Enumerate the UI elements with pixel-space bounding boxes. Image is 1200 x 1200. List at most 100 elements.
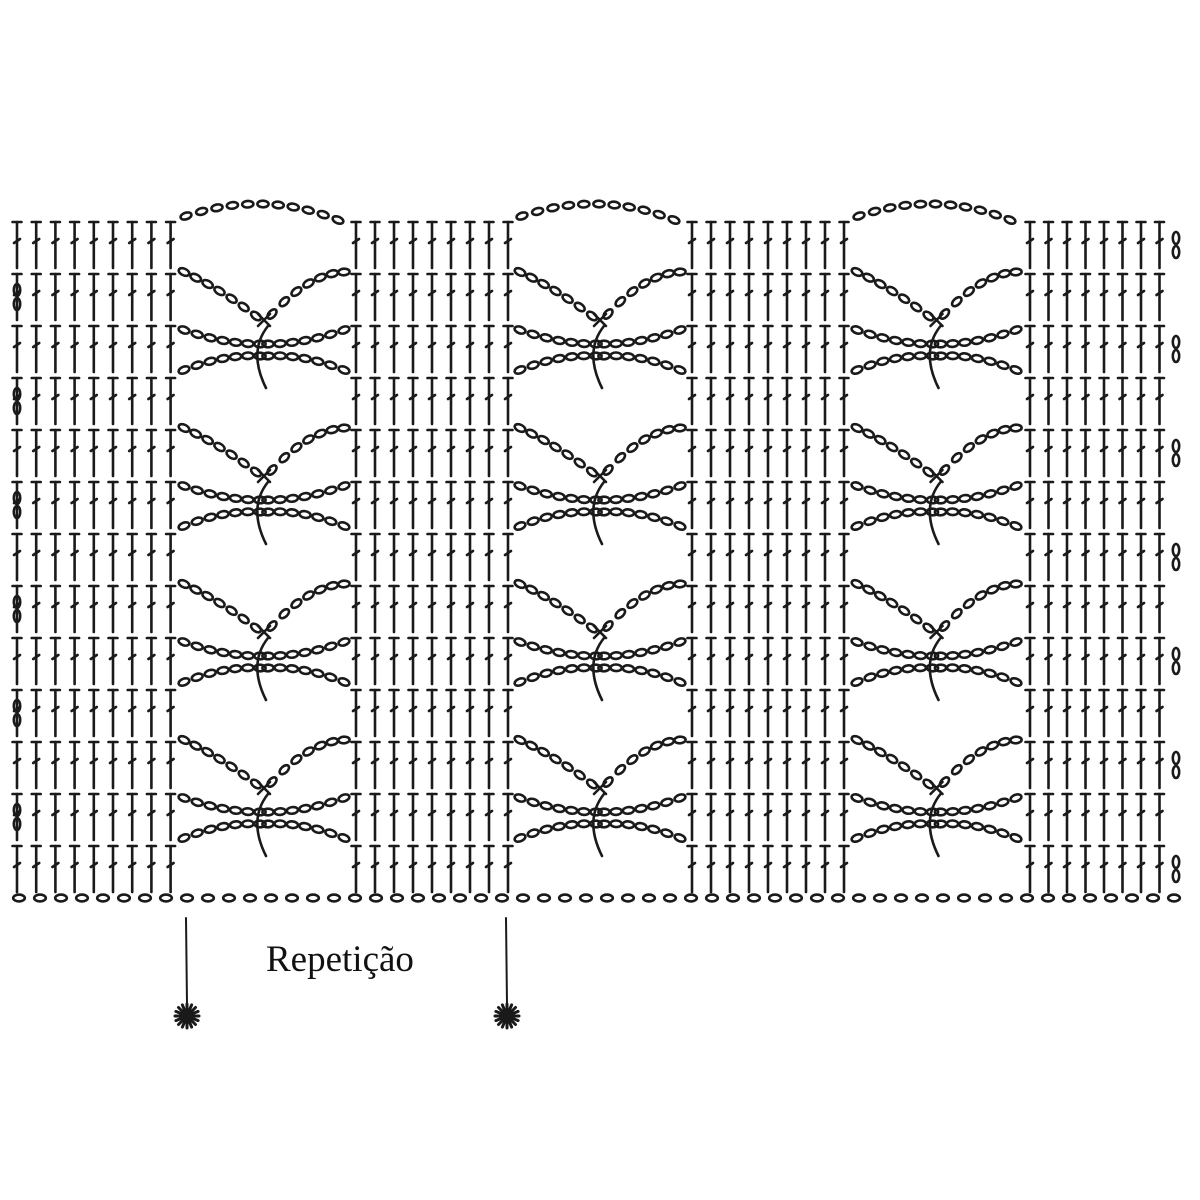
double-crochet-stitch — [350, 688, 362, 738]
double-crochet-stitch — [1098, 636, 1110, 686]
double-crochet-stitch — [1153, 376, 1166, 426]
chain-stitch — [767, 893, 783, 903]
double-crochet-stitch — [49, 688, 62, 738]
chain-stitch — [1103, 893, 1119, 903]
turning-chain — [12, 490, 22, 506]
chain-stitch — [977, 893, 993, 903]
double-crochet-stitch — [1153, 532, 1166, 582]
double-crochet-stitch — [1135, 220, 1147, 270]
double-crochet-stitch — [445, 584, 457, 634]
chain-arc — [513, 507, 603, 532]
double-crochet-stitch — [1024, 636, 1036, 686]
double-crochet-stitch — [838, 792, 850, 842]
chain-arc — [938, 267, 1023, 320]
chain-stitch — [284, 893, 300, 903]
double-crochet-stitch — [145, 428, 158, 478]
double-crochet-stitch — [145, 376, 158, 426]
double-crochet-stitch — [1024, 688, 1036, 738]
chain-stitch — [872, 893, 888, 903]
double-crochet-stitch — [1098, 584, 1110, 634]
double-crochet-stitch — [88, 220, 100, 270]
chain-arc — [850, 637, 940, 661]
chain-stitch — [452, 893, 468, 903]
double-crochet-stitch — [724, 220, 736, 270]
double-crochet-stitch — [88, 428, 100, 478]
fan-tier — [850, 578, 1023, 702]
double-crochet-stitch — [483, 688, 495, 738]
double-crochet-stitch — [1079, 584, 1092, 634]
double-crochet-stitch — [705, 324, 717, 374]
double-crochet-stitch — [502, 324, 514, 374]
double-crochet-stitch — [30, 792, 43, 842]
double-crochet-stitch — [1024, 324, 1036, 374]
double-crochet-stitch — [724, 324, 736, 374]
double-crochet-stitch — [388, 324, 400, 374]
double-crochet-stitch — [145, 844, 158, 894]
double-crochet-stitch — [445, 792, 457, 842]
double-crochet-stitch — [502, 376, 514, 426]
chain-arc — [177, 351, 267, 376]
double-crochet-stitch — [724, 480, 736, 530]
stitch-column-block — [686, 220, 850, 894]
double-crochet-stitch — [800, 740, 812, 790]
double-crochet-stitch — [369, 324, 381, 374]
double-crochet-stitch — [1098, 740, 1110, 790]
double-crochet-stitch — [145, 584, 158, 634]
chain-arc — [597, 637, 687, 661]
double-crochet-stitch — [49, 844, 62, 894]
double-crochet-stitch — [107, 428, 119, 478]
double-crochet-stitch — [464, 584, 476, 634]
double-crochet-stitch — [819, 532, 831, 582]
chain-arc — [597, 507, 687, 532]
double-crochet-stitch — [388, 272, 400, 322]
double-crochet-stitch — [705, 272, 717, 322]
double-crochet-stitch — [1042, 636, 1055, 686]
turning-chain — [12, 698, 22, 714]
double-crochet-stitch — [762, 688, 774, 738]
turning-chain — [12, 296, 22, 312]
chain-stitch — [74, 893, 90, 903]
single-crochet-x — [592, 780, 608, 796]
double-crochet-stitch — [1098, 480, 1110, 530]
double-crochet-stitch — [49, 636, 62, 686]
double-crochet-stitch — [1153, 792, 1166, 842]
turning-chain — [12, 816, 22, 832]
double-crochet-stitch — [68, 220, 81, 270]
chain-arc — [933, 637, 1023, 661]
double-crochet-stitch — [483, 636, 495, 686]
turning-chains — [12, 230, 1181, 884]
double-crochet-stitch — [145, 532, 158, 582]
double-crochet-stitch — [88, 740, 100, 790]
double-crochet-stitch — [30, 324, 43, 374]
double-crochet-stitch — [1153, 220, 1166, 270]
double-crochet-stitch — [388, 532, 400, 582]
double-crochet-stitch — [686, 740, 698, 790]
single-crochet-x — [256, 312, 272, 328]
double-crochet-stitch — [426, 532, 438, 582]
double-crochet-stitch — [164, 428, 177, 478]
double-crochet-stitch — [68, 324, 81, 374]
chain-stitch — [536, 893, 552, 903]
double-crochet-stitch — [800, 844, 812, 894]
chain-arc — [177, 325, 267, 349]
asterisk-icon — [493, 1002, 521, 1030]
double-crochet-stitch — [800, 636, 812, 686]
double-crochet-stitch — [1061, 272, 1073, 322]
double-crochet-stitch — [445, 480, 457, 530]
double-crochet-stitch — [88, 480, 100, 530]
double-crochet-stitch — [11, 844, 23, 894]
chain-arc — [513, 637, 603, 661]
double-crochet-stitch — [762, 428, 774, 478]
double-crochet-stitch — [502, 844, 514, 894]
chain-arc — [938, 579, 1023, 632]
double-crochet-stitch — [350, 324, 362, 374]
double-crochet-stitch — [464, 220, 476, 270]
double-crochet-stitch — [1079, 324, 1092, 374]
double-crochet-stitch — [743, 688, 755, 738]
double-crochet-stitch — [1079, 532, 1092, 582]
turning-chain — [1171, 334, 1181, 350]
chain-stitch — [158, 893, 174, 903]
turning-chain — [12, 712, 22, 728]
chain-arc — [602, 267, 687, 320]
double-crochet-stitch — [126, 636, 138, 686]
